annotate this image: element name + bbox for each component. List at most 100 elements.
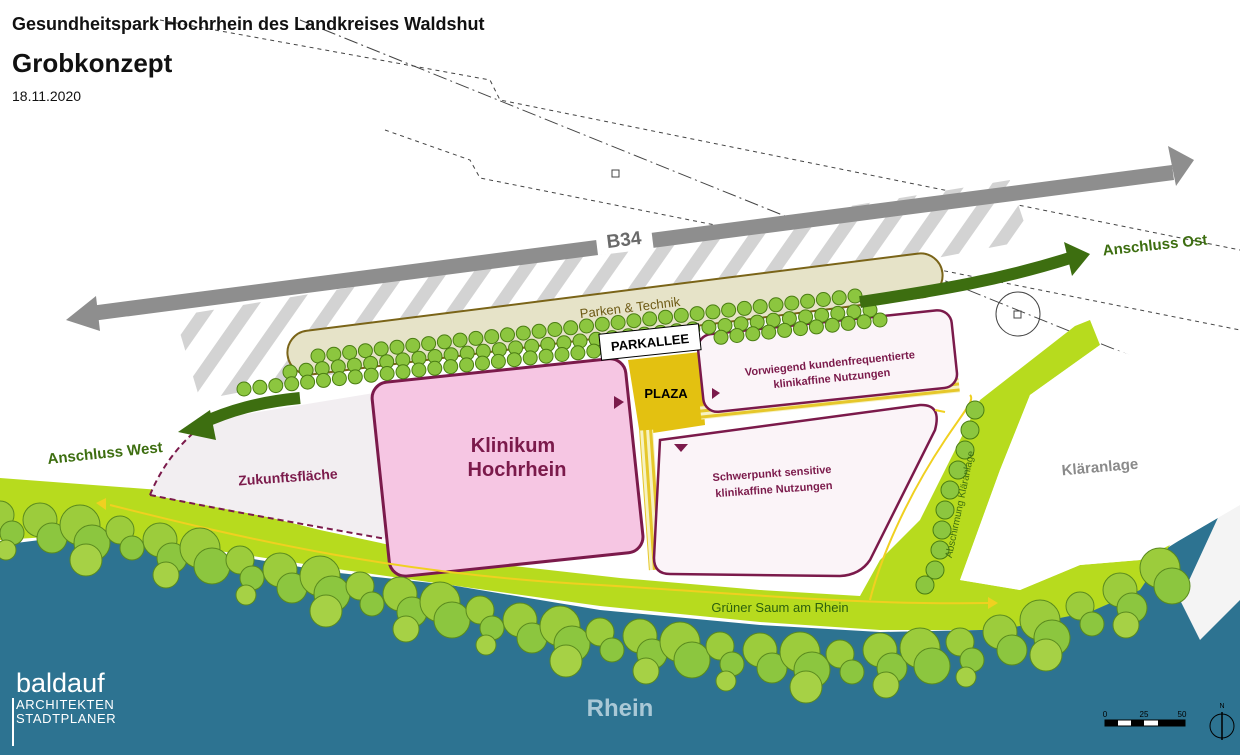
tree	[729, 328, 745, 343]
tree	[193, 547, 231, 585]
green-belt-label: Grüner Saum am Rhein	[711, 600, 848, 615]
tree	[359, 591, 385, 617]
tree	[626, 313, 642, 329]
tree	[935, 500, 955, 520]
tree	[752, 299, 768, 315]
sensitive-uses-block	[652, 403, 938, 578]
tree	[268, 378, 284, 394]
clinic-label-line2: Hochrhein	[468, 459, 567, 481]
tree	[610, 315, 626, 330]
tree	[347, 369, 363, 385]
river-label: Rhein	[587, 695, 654, 722]
tree	[554, 347, 570, 362]
tree	[421, 336, 437, 352]
tree	[468, 330, 484, 346]
tree	[69, 543, 103, 577]
tree	[342, 345, 358, 360]
future-area-label: Zukunftsfläche	[238, 466, 339, 489]
sewage-plant-label: Kläranlage	[1061, 456, 1139, 480]
entrance-markers	[614, 388, 720, 452]
tree	[357, 343, 373, 359]
tree	[363, 367, 379, 383]
tree	[715, 670, 737, 692]
plaza-label: PLAZA	[644, 386, 688, 401]
west-connection-arrow	[178, 392, 301, 440]
tree	[930, 540, 950, 560]
east-connection-arrow	[859, 242, 1090, 308]
firm-line2: STADTPLANER	[16, 711, 117, 726]
tree	[300, 374, 316, 390]
tree	[800, 293, 816, 309]
tree	[236, 381, 252, 397]
tree	[284, 376, 300, 392]
tree	[443, 359, 459, 375]
tree	[673, 307, 689, 323]
tree	[475, 634, 497, 656]
tree	[594, 316, 610, 332]
tree	[996, 634, 1028, 666]
tree	[547, 322, 563, 337]
tree	[152, 561, 180, 589]
tree	[824, 317, 840, 333]
tree	[808, 319, 824, 335]
path-arrow-east	[988, 597, 998, 609]
tree	[475, 355, 490, 371]
tree	[872, 312, 888, 328]
green-belt	[0, 320, 1180, 630]
page-title: Gesundheitspark Hochrhein des Landkreise…	[12, 14, 485, 34]
tree	[872, 671, 900, 699]
tree	[326, 346, 342, 362]
tree	[701, 319, 717, 335]
tree	[721, 302, 737, 318]
tree	[768, 297, 784, 313]
tree	[784, 295, 800, 311]
tree	[831, 290, 847, 306]
tree	[793, 321, 808, 337]
tree	[632, 657, 660, 685]
tree	[713, 329, 729, 345]
tree	[522, 350, 538, 366]
tree	[506, 352, 522, 368]
tree	[1079, 611, 1105, 637]
tree	[549, 644, 583, 678]
tree	[1153, 567, 1191, 605]
tree	[405, 337, 421, 353]
tree	[316, 372, 331, 388]
tree	[856, 314, 872, 330]
tree	[689, 306, 705, 322]
tree	[570, 345, 586, 361]
tree	[948, 460, 968, 480]
tree	[484, 329, 500, 345]
tree	[119, 535, 145, 561]
scale-bar	[1104, 719, 1186, 727]
tree	[459, 357, 475, 373]
tree	[915, 575, 935, 595]
tree	[563, 320, 579, 336]
tree	[515, 325, 531, 341]
page-subtitle: Grobkonzept	[12, 48, 173, 78]
tree	[531, 323, 547, 339]
tree	[310, 348, 326, 364]
path-arrow-west	[96, 498, 106, 510]
tree	[579, 318, 594, 334]
tree	[761, 324, 777, 340]
tree	[705, 304, 721, 320]
north-label: N	[1219, 703, 1224, 710]
tree	[1112, 611, 1140, 639]
tree	[586, 343, 602, 359]
parkallee-label-box	[598, 323, 702, 361]
tree	[960, 420, 980, 440]
scale-tick-50: 50	[1178, 710, 1187, 719]
tree-alley	[236, 288, 888, 397]
tree	[736, 300, 752, 316]
tree	[427, 360, 443, 376]
tree	[0, 539, 17, 561]
tree	[373, 341, 389, 357]
firm-logo: baldauf ARCHITEKTEN STADTPLANER	[12, 668, 117, 746]
tree	[955, 666, 977, 688]
north-arrow-icon	[1209, 712, 1235, 740]
tree	[745, 326, 761, 342]
tree	[500, 327, 515, 343]
